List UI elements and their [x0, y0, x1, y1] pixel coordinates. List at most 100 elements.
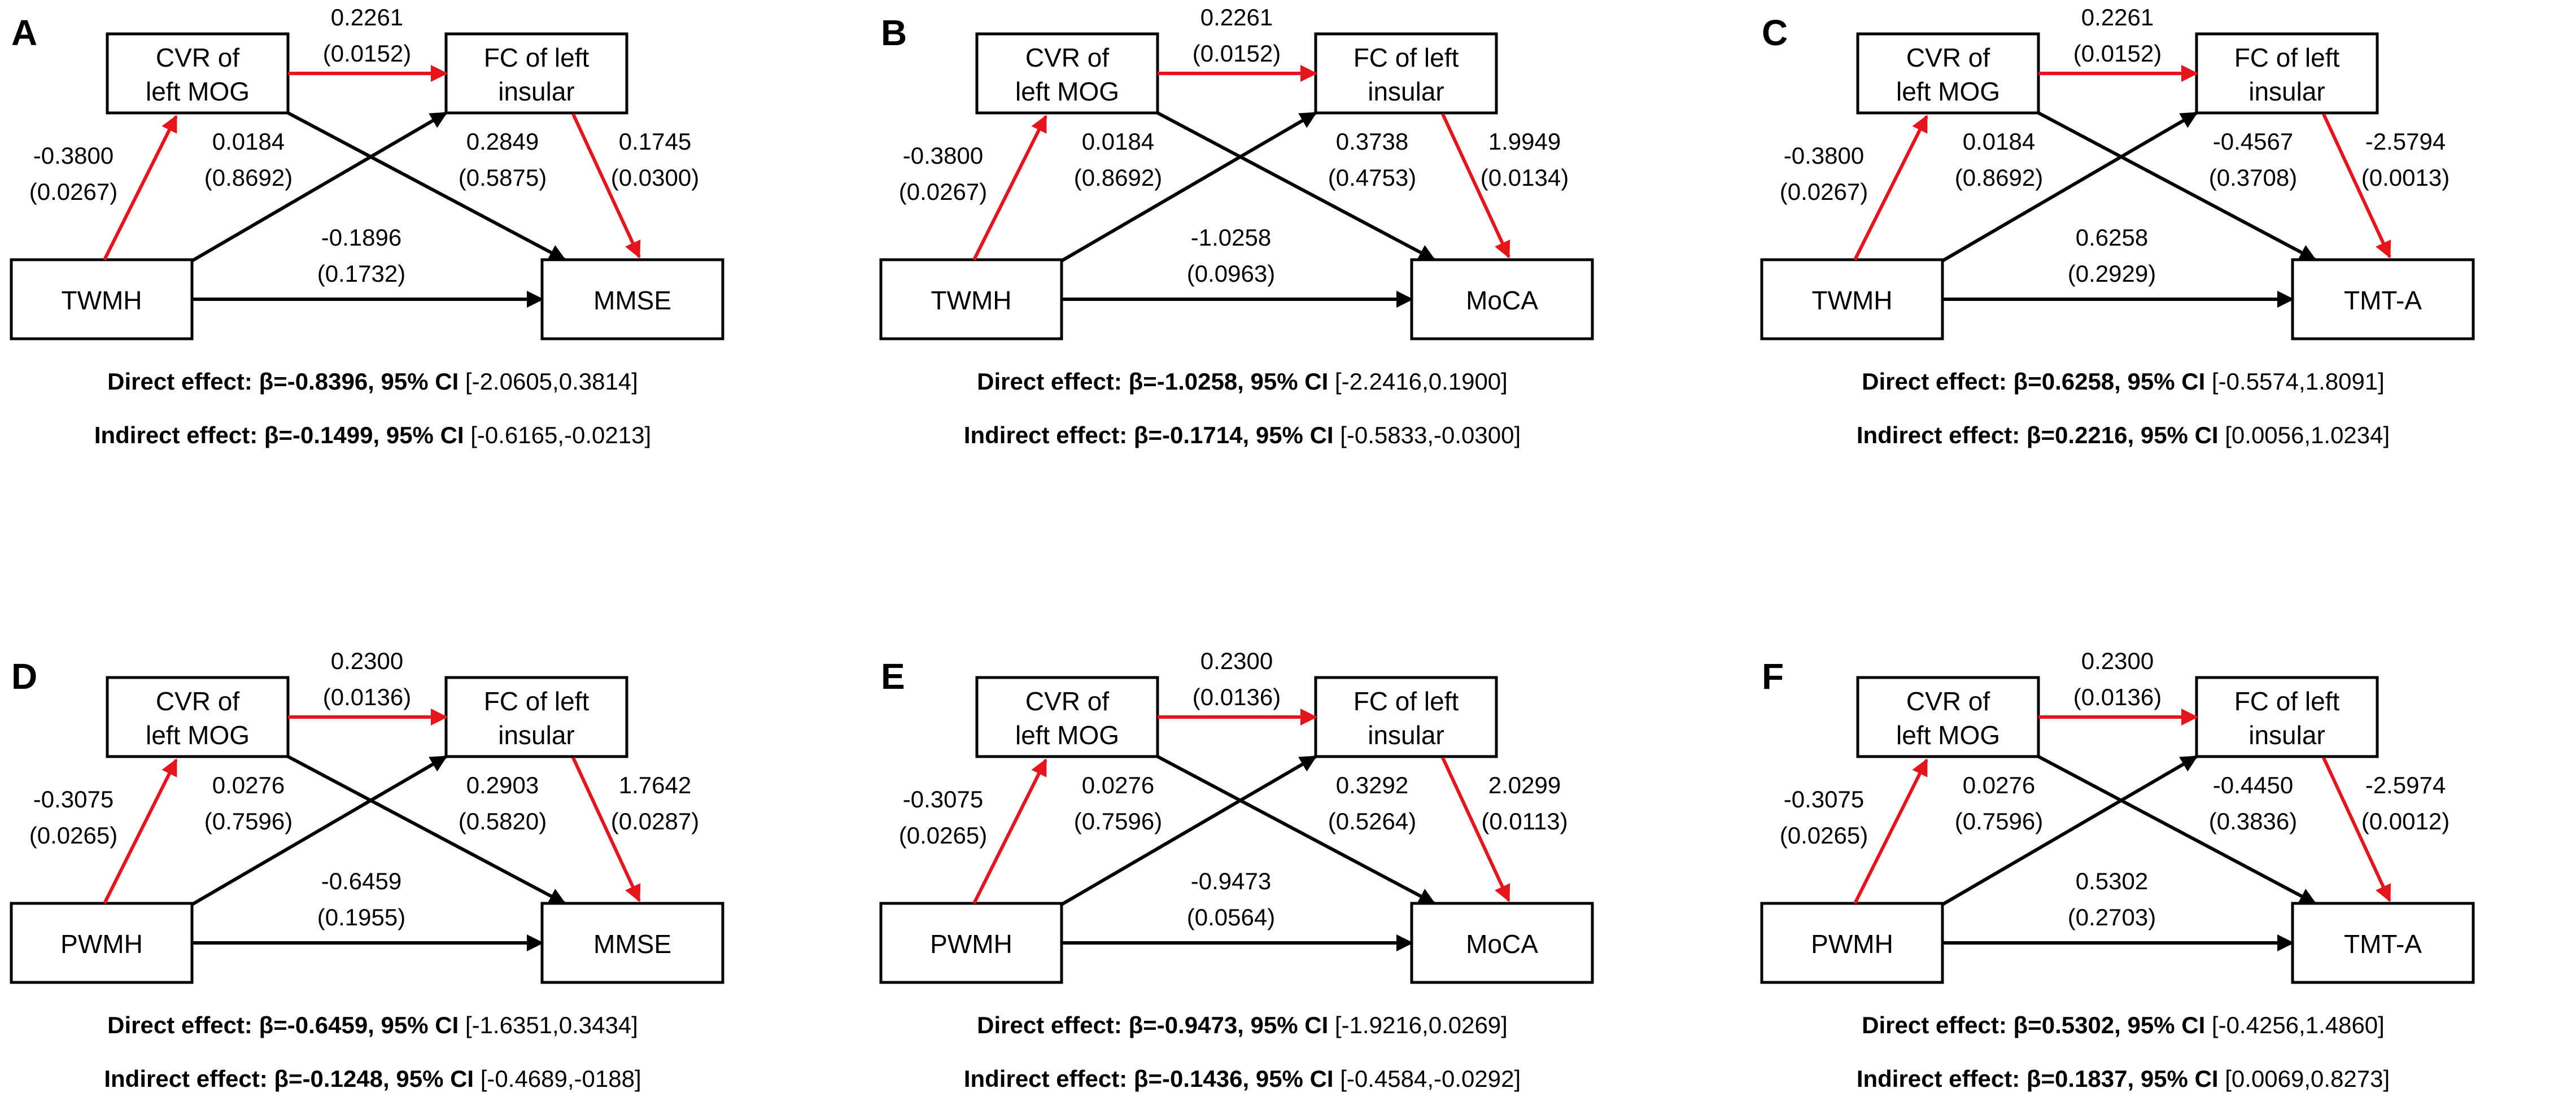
predictor-box — [10, 902, 194, 984]
coef-m1-m2-pvalue: (0.0136) — [323, 684, 411, 710]
coef-m1-y-pvalue: (0.5820) — [459, 808, 547, 834]
path-x-to-m2 — [1060, 111, 1317, 263]
outcome-box — [540, 902, 724, 984]
indirect-effect: Indirect effect: β=0.1837, 95% CI [0.006… — [1857, 1065, 2390, 1092]
fc-box — [2195, 32, 2379, 115]
coef-x-m2-pvalue: (0.7596) — [204, 808, 292, 834]
path-m1-to-y — [1156, 111, 1436, 261]
coef-x-y-estimate: -0.6459 — [321, 868, 401, 894]
fc-label-line2: insular — [2248, 77, 2325, 106]
coef-m1-y-estimate: 0.2849 — [466, 128, 539, 155]
coef-m1-m2-pvalue: (0.0152) — [323, 40, 411, 67]
coef-x-y-pvalue: (0.1732) — [317, 260, 405, 287]
path-x-to-m1 — [1853, 758, 1928, 904]
direct-effect: Direct effect: β=-0.9473, 95% CI [-1.921… — [977, 1012, 1508, 1038]
coef-x-m1-estimate: -0.3800 — [903, 142, 983, 169]
path-m1-to-y — [2037, 755, 2317, 905]
coef-x-y-estimate: -0.1896 — [321, 224, 401, 251]
direct-effect: Direct effect: β=0.6258, 95% CI [-0.5574… — [1862, 368, 2385, 395]
fc-label-line1: FC of left — [1354, 687, 1459, 716]
coef-m1-m2-estimate: 0.2300 — [1200, 648, 1273, 674]
coef-x-m1-estimate: -0.3800 — [1784, 142, 1864, 169]
cvr-label-line1: CVR of — [156, 687, 239, 716]
coef-m1-m2-pvalue: (0.0136) — [2073, 684, 2162, 710]
fc-box — [2195, 676, 2379, 758]
cvr-label-line1: CVR of — [1025, 687, 1109, 716]
coef-m1-m2-estimate: 0.2300 — [2081, 648, 2154, 674]
coef-m2-y-pvalue: (0.0113) — [1481, 808, 1568, 834]
predictor-label: PWMH — [1811, 929, 1893, 959]
indirect-effect: Indirect effect: β=-0.1714, 95% CI [-0.5… — [964, 422, 1521, 448]
cvr-box — [106, 32, 290, 115]
outcome-label: MoCA — [1466, 286, 1538, 315]
coef-x-y-pvalue: (0.1955) — [317, 904, 405, 930]
cvr-label-line1: CVR of — [1025, 43, 1109, 72]
coef-m1-m2-estimate: 0.2261 — [2081, 4, 2154, 30]
fc-label-line1: FC of left — [484, 687, 590, 716]
coef-x-m1-estimate: -0.3800 — [33, 142, 113, 169]
coef-x-m2-pvalue: (0.7596) — [1074, 808, 1162, 834]
path-m1-to-y — [2037, 111, 2317, 261]
path-m2-to-y — [2322, 113, 2391, 259]
indirect-effect: Indirect effect: β=-0.1436, 95% CI [-0.4… — [964, 1065, 1521, 1092]
path-x-to-m2 — [1941, 111, 2198, 263]
fc-label-line2: insular — [2248, 720, 2325, 750]
fc-label-line1: FC of left — [1354, 43, 1459, 72]
fc-label-line1: FC of left — [2234, 687, 2340, 716]
fc-label-line2: insular — [1368, 77, 1444, 106]
outcome-box — [1410, 258, 1594, 340]
cvr-label-line2: left MOG — [1896, 77, 2000, 106]
cvr-box — [975, 32, 1159, 115]
path-x-to-m1 — [972, 758, 1047, 904]
cvr-label-line2: left MOG — [146, 77, 250, 106]
path-x-to-m2 — [1060, 755, 1317, 906]
predictor-label: PWMH — [60, 929, 143, 959]
path-m2-to-y — [1441, 757, 1510, 902]
coef-m1-y-estimate: -0.4567 — [2213, 128, 2293, 155]
coef-m1-y-estimate: 0.3738 — [1336, 128, 1408, 155]
predictor-box — [879, 258, 1063, 340]
cvr-box — [975, 676, 1159, 758]
path-x-to-m1 — [103, 758, 178, 904]
outcome-label: MMSE — [593, 286, 671, 315]
coef-m1-y-pvalue: (0.3708) — [2209, 164, 2297, 191]
direct-effect: Direct effect: β=-1.0258, 95% CI [-2.241… — [977, 368, 1508, 395]
path-x-to-m1 — [1853, 115, 1928, 261]
outcome-label: MMSE — [593, 929, 671, 959]
cvr-label-line2: left MOG — [1015, 77, 1119, 106]
coef-m2-y-estimate: -2.5794 — [2365, 128, 2446, 155]
coef-x-m2-pvalue: (0.8692) — [204, 164, 292, 191]
fc-label-line2: insular — [498, 77, 575, 106]
fc-label-line1: FC of left — [2234, 43, 2340, 72]
outcome-label: TMT-A — [2344, 929, 2422, 959]
path-x-to-m1 — [972, 115, 1047, 261]
coef-m1-y-estimate: 0.2903 — [466, 772, 539, 798]
panel-letter: B — [881, 12, 907, 53]
path-m1-to-y — [287, 755, 566, 905]
fc-label-line2: insular — [1368, 720, 1444, 750]
path-m2-to-y — [571, 113, 641, 259]
direct-effect: Direct effect: β=-0.8396, 95% CI [-2.060… — [107, 368, 638, 395]
coef-x-m1-pvalue: (0.0265) — [899, 822, 987, 849]
coef-m1-m2-pvalue: (0.0152) — [1193, 40, 1281, 67]
coef-m2-y-pvalue: (0.0287) — [611, 808, 699, 834]
coef-x-y-pvalue: (0.0963) — [1187, 260, 1275, 287]
coef-x-y-pvalue: (0.0564) — [1187, 904, 1275, 930]
cvr-box — [1856, 676, 2040, 758]
coef-x-m2-pvalue: (0.8692) — [1955, 164, 2043, 191]
outcome-box — [540, 258, 724, 340]
coef-x-y-estimate: 0.5302 — [2076, 868, 2148, 894]
coef-m1-y-pvalue: (0.5875) — [459, 164, 547, 191]
coef-x-m1-pvalue: (0.0265) — [1780, 822, 1868, 849]
coef-m1-m2-pvalue: (0.0136) — [1193, 684, 1281, 710]
predictor-label: TWMH — [1811, 286, 1892, 315]
coef-m1-y-estimate: 0.3292 — [1336, 772, 1408, 798]
coef-x-m2-estimate: 0.0276 — [1082, 772, 1154, 798]
coef-m1-m2-estimate: 0.2261 — [1200, 4, 1273, 30]
path-m2-to-y — [2322, 757, 2391, 902]
panel-letter: C — [1762, 12, 1788, 53]
